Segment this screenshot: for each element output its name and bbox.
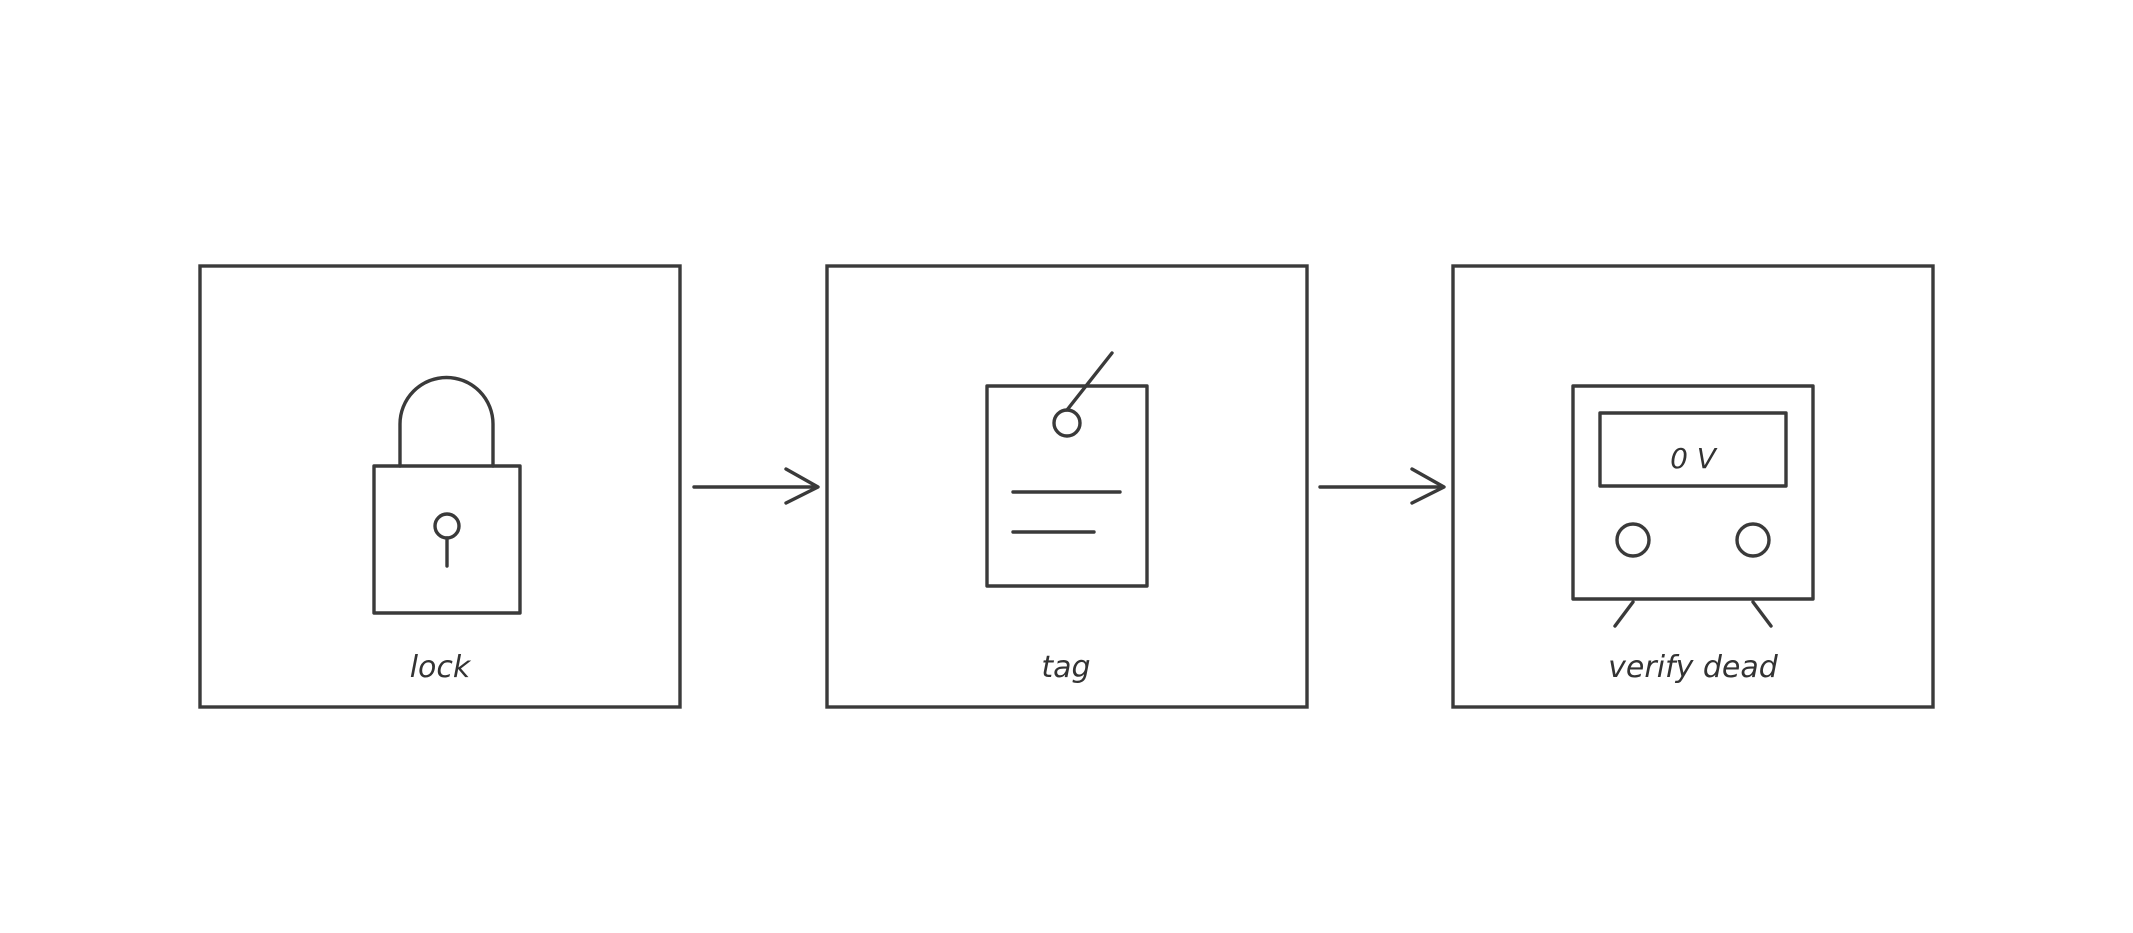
tag-icon bbox=[985, 351, 1149, 588]
step-tag-frame bbox=[825, 264, 1309, 709]
step-verify-dead: 0 V verify dead bbox=[1451, 264, 1935, 709]
step-verify-dead-label: verify dead bbox=[1608, 650, 1779, 685]
voltmeter-icon: 0 V bbox=[1571, 384, 1815, 628]
voltmeter-readout: 0 V bbox=[1670, 442, 1718, 475]
padlock-icon bbox=[372, 375, 522, 615]
step-lock-label: lock bbox=[410, 650, 472, 685]
step-tag-label: tag bbox=[1041, 650, 1090, 685]
step-tag: tag bbox=[825, 264, 1309, 709]
arrow-right-icon bbox=[1318, 467, 1446, 505]
step-lock: lock bbox=[198, 264, 682, 709]
arrow-right-icon bbox=[692, 467, 820, 505]
step-lock-frame bbox=[198, 264, 682, 709]
